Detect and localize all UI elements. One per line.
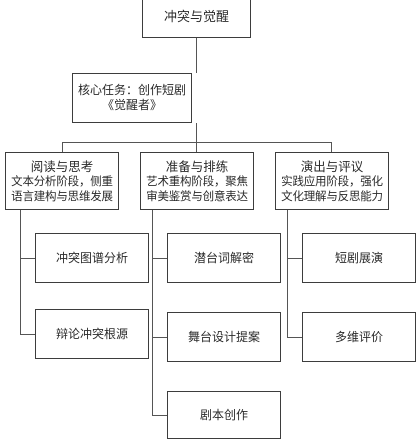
task-node-label: 短剧展演 [334,250,383,265]
task-node-label: 辩论冲突根源 [55,326,128,341]
task-node-label: 多维评价 [334,329,383,344]
stage-title: 阅读与思考 [30,158,94,174]
stage-node-performance: 演出与评议 实践应用阶段，强化 文化理解与反思能力 [275,152,389,210]
connector-stub-3-2 [287,337,302,338]
task-node-label: 剧本创作 [199,407,248,422]
connector-drop-stage-2 [196,142,197,152]
core-task-node: 核心任务：创作短剧 《觉醒者》 [72,73,192,123]
connector-stub-2-1 [152,258,167,259]
stage-desc-line-1: 文本分析阶段，侧重 [11,174,113,189]
task-node-conflict-map: 冲突图谱分析 [35,233,149,283]
root-node: 冲突与觉醒 [142,0,251,38]
task-node-multi-evaluation: 多维评价 [302,312,416,362]
connector-stub-3-1 [287,258,302,259]
connector-stub-2-2 [152,337,167,338]
connector-drop-stage-1 [62,142,63,152]
task-node-label: 冲突图谱分析 [55,250,128,265]
task-node-stage-design: 舞台设计提案 [167,312,281,362]
connector-spine-stage-2 [152,210,153,415]
task-node-debate-roots: 辩论冲突根源 [35,309,149,359]
root-node-label: 冲突与觉醒 [163,10,229,26]
task-node-label: 潜台词解密 [193,250,254,265]
task-node-play-showcase: 短剧展演 [302,233,416,283]
connector-core-bar [196,123,197,142]
stage-title: 准备与排练 [165,158,229,174]
stage-desc-line-2: 文化理解与反思能力 [281,188,383,203]
stage-title: 演出与评议 [300,158,364,174]
task-node-label: 舞台设计提案 [187,329,260,344]
stage-desc-line-2: 审美鉴赏与创意表达 [146,188,248,203]
connector-root-core [196,38,197,73]
stage-node-reading: 阅读与思考 文本分析阶段，侧重 语言建构与思维发展 [5,152,119,210]
connector-stub-1-1 [20,258,35,259]
connector-spine-stage-1 [20,210,21,334]
stage-node-preparation: 准备与排练 艺术重构阶段，聚焦 审美鉴赏与创意表达 [140,152,254,210]
connector-drop-stage-3 [331,142,332,152]
connector-spine-stage-3 [287,210,288,337]
task-node-script-writing: 剧本创作 [167,391,281,439]
connector-stub-2-3 [152,415,167,416]
connector-stub-1-2 [20,334,35,335]
task-node-subtext: 潜台词解密 [167,233,281,283]
stage-desc-line-2: 语言建构与思维发展 [11,188,113,203]
stage-desc-line-1: 实践应用阶段，强化 [281,174,383,189]
stage-desc-line-1: 艺术重构阶段，聚焦 [146,174,248,189]
core-task-line-1: 核心任务：创作短剧 [77,83,186,97]
core-task-line-2: 《觉醒者》 [101,98,162,112]
